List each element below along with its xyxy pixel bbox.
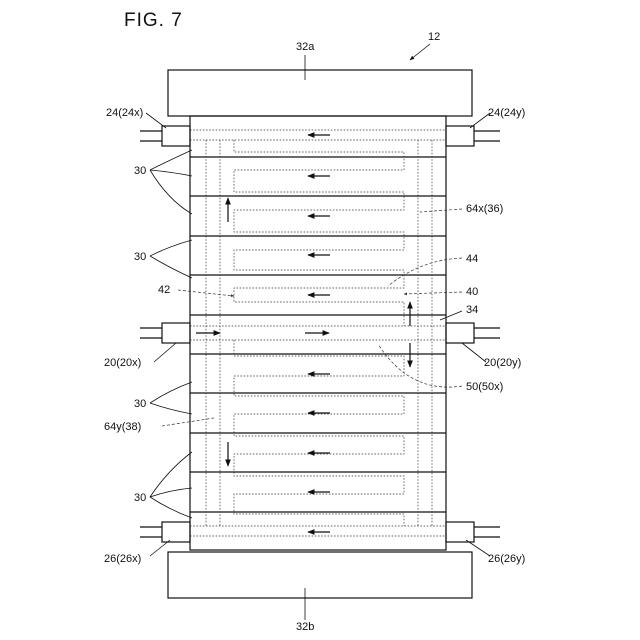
port-24x xyxy=(140,126,190,146)
leader-20y xyxy=(462,343,486,362)
leader-50 xyxy=(378,344,462,387)
leader-12 xyxy=(410,44,430,60)
label-30-d: 30 xyxy=(134,492,146,504)
label-30-a: 30 xyxy=(134,165,146,177)
leader-44 xyxy=(388,258,462,286)
end-plate-bottom xyxy=(168,552,472,598)
label-24y: 24(24y) xyxy=(488,107,525,119)
label-30-b: 30 xyxy=(134,251,146,263)
end-plate-top xyxy=(168,70,472,116)
label-34: 34 xyxy=(466,304,478,316)
label-50: 50(50x) xyxy=(466,381,503,393)
label-44: 44 xyxy=(466,253,478,265)
port-20x xyxy=(140,323,190,343)
leader-20x xyxy=(154,343,176,362)
port-26x xyxy=(140,522,190,542)
label-64y: 64y(38) xyxy=(104,421,141,433)
leader-30-c xyxy=(150,382,192,414)
label-26y: 26(26y) xyxy=(488,553,525,565)
label-26x: 26(26x) xyxy=(104,553,141,565)
label-40: 40 xyxy=(466,286,478,298)
leader-30-b xyxy=(150,240,192,278)
label-end-plate-top: 32a xyxy=(296,41,315,53)
leader-26x xyxy=(150,540,170,556)
label-12: 12 xyxy=(428,31,440,43)
port-26y xyxy=(446,522,500,542)
figure-title: FIG. 7 xyxy=(124,10,183,31)
label-20y: 20(20y) xyxy=(484,357,521,369)
leader-24x xyxy=(146,113,166,128)
port-24y xyxy=(446,126,500,146)
leader-30-d xyxy=(150,452,192,518)
leader-24y xyxy=(470,113,490,128)
label-30-c: 30 xyxy=(134,398,146,410)
leader-26y xyxy=(466,540,490,556)
port-20y xyxy=(446,323,500,343)
label-20x: 20(20x) xyxy=(104,357,141,369)
label-64x: 64x(36) xyxy=(466,203,503,215)
label-end-plate-bottom: 32b xyxy=(296,621,314,633)
label-42: 42 xyxy=(158,284,170,296)
leader-64x xyxy=(420,209,462,212)
leader-30-a xyxy=(150,150,192,214)
label-24x: 24(24x) xyxy=(106,107,143,119)
leader-40 xyxy=(404,292,462,294)
